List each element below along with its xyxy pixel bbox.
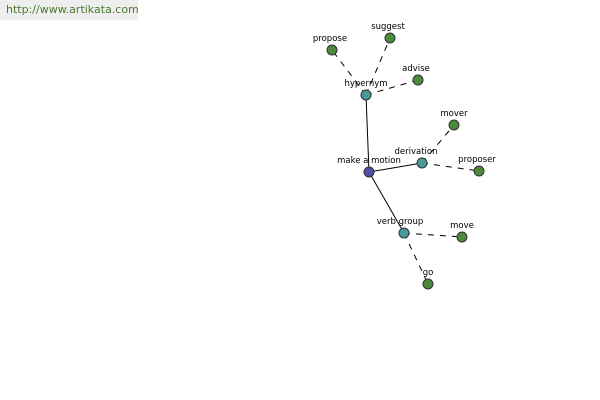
edge-make-a-motion-to-hypernym bbox=[365, 94, 370, 173]
node-verb-group[interactable] bbox=[398, 227, 410, 239]
edge-hypernym-to-propose bbox=[331, 49, 367, 96]
edge-make-a-motion-to-derivation bbox=[368, 162, 423, 173]
edge-derivation-to-proposer bbox=[421, 162, 480, 172]
node-make-a-motion[interactable] bbox=[363, 166, 375, 178]
edge-make-a-motion-to-verb-group bbox=[368, 171, 405, 234]
node-suggest[interactable] bbox=[384, 32, 396, 44]
edge-derivation-to-mover bbox=[421, 124, 455, 164]
node-propose[interactable] bbox=[326, 44, 338, 56]
node-hypernym[interactable] bbox=[360, 89, 372, 101]
graph-edges bbox=[331, 37, 480, 285]
node-label-proposer[interactable]: proposer bbox=[458, 155, 496, 165]
node-advise[interactable] bbox=[412, 74, 424, 86]
site-url-link[interactable]: http://www.artikata.com bbox=[0, 0, 138, 20]
node-proposer[interactable] bbox=[473, 165, 485, 177]
edge-verb-group-to-move bbox=[403, 232, 463, 238]
edge-hypernym-to-advise bbox=[365, 79, 419, 96]
node-label-go[interactable]: go bbox=[423, 268, 434, 278]
node-label-mover[interactable]: mover bbox=[440, 109, 468, 119]
node-label-verb-group[interactable]: verb group bbox=[377, 217, 424, 227]
node-label-propose[interactable]: propose bbox=[313, 34, 347, 44]
node-label-advise[interactable]: advise bbox=[402, 64, 430, 74]
edge-verb-group-to-go bbox=[403, 232, 429, 285]
node-mover[interactable] bbox=[448, 119, 460, 131]
node-label-move[interactable]: move bbox=[450, 221, 474, 231]
node-move[interactable] bbox=[456, 231, 468, 243]
graph-labels: make a motion hypernym derivation verb grou… bbox=[313, 22, 496, 278]
node-label-derivation[interactable]: derivation bbox=[394, 147, 437, 157]
edge-hypernym-to-suggest bbox=[365, 37, 391, 96]
node-label-hypernym[interactable]: hypernym bbox=[344, 79, 387, 89]
graph-nodes bbox=[326, 32, 485, 290]
node-go[interactable] bbox=[422, 278, 434, 290]
node-label-make-a-motion[interactable]: make a motion bbox=[337, 156, 401, 166]
node-label-suggest[interactable]: suggest bbox=[371, 22, 405, 32]
node-derivation[interactable] bbox=[416, 157, 428, 169]
